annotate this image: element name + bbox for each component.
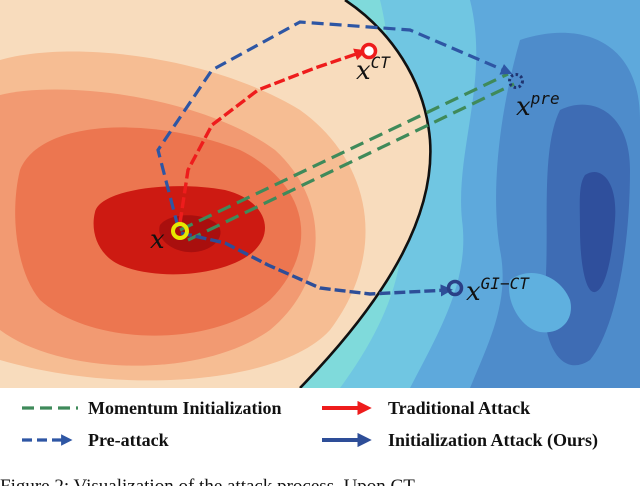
gi-ct-label-base: x [466, 277, 481, 307]
momentum-line-2 [187, 82, 515, 242]
origin-label: x [150, 225, 165, 255]
pre-attack-path [156, 20, 513, 228]
legend-item-momentum: Momentum Initialization [22, 398, 282, 418]
ct-marker [360, 42, 378, 60]
traditional-attack-path [178, 48, 367, 224]
momentum-initialization-lines [179, 72, 515, 242]
gi-ct-label-sup: GI−CT [481, 274, 531, 293]
ct-label: xCT [356, 53, 391, 86]
legend-item-pre-attack: Pre-attack [22, 430, 169, 450]
gi-ct-point: xGI−CT [446, 274, 530, 307]
origin-marker [171, 222, 189, 240]
gi-ct-marker [446, 279, 464, 297]
momentum-line-1 [179, 72, 509, 232]
ct-label-base: x [356, 56, 371, 86]
loss-landscape [0, 0, 640, 388]
pre-label-sup: pre [530, 89, 560, 108]
legend-label-traditional: Traditional Attack [388, 398, 530, 418]
initialization-attack-path [180, 231, 453, 297]
pre-label: xpre [516, 89, 560, 122]
ct-point: xCT [356, 42, 391, 86]
pre-marker [508, 73, 524, 89]
decision-boundary [299, 0, 432, 388]
ct-label-sup: CT [371, 53, 392, 72]
legend-item-initialization: Initialization Attack (Ours) [322, 430, 598, 451]
figure-caption: Figure 2: Visualization of the attack pr… [0, 476, 415, 486]
contour-blue-6 [509, 272, 571, 333]
origin-point: x [150, 222, 189, 255]
pre-label-base: x [516, 92, 531, 122]
pre-point: xpre [508, 73, 560, 122]
legend-label-pre-attack: Pre-attack [88, 430, 169, 450]
legend-item-traditional: Traditional Attack [322, 398, 530, 418]
legend-label-initialization: Initialization Attack (Ours) [388, 430, 598, 451]
legend-label-momentum: Momentum Initialization [88, 398, 282, 418]
contour-blue-5 [579, 172, 616, 293]
legend: Momentum Initialization Traditional Atta… [22, 398, 598, 451]
gi-ct-label: xGI−CT [466, 274, 530, 307]
